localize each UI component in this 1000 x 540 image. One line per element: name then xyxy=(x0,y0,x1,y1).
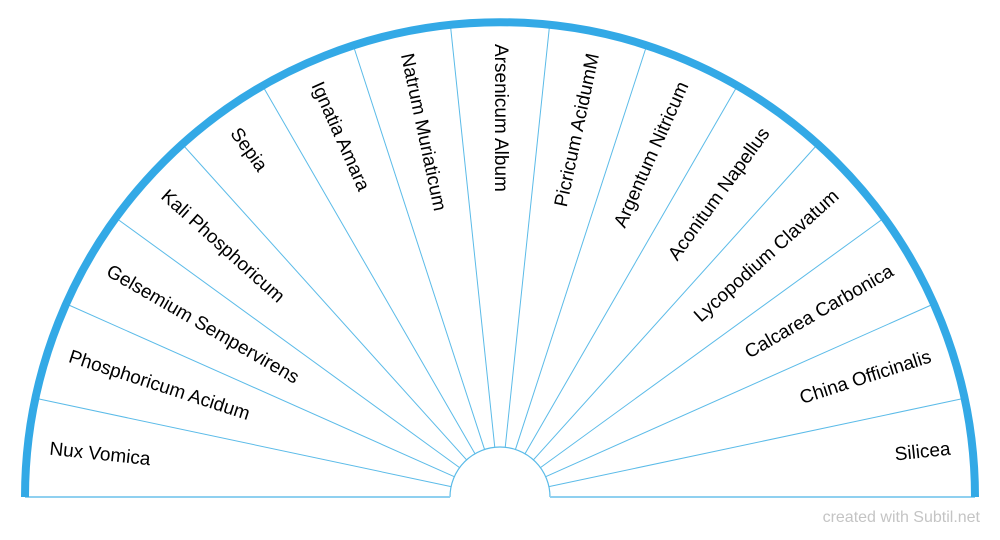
segment-divider xyxy=(353,46,486,450)
inner-hub-arc xyxy=(449,446,551,498)
segment-label: Arsenicum Album xyxy=(490,44,511,192)
segment-label: Argentum Nitricum xyxy=(610,79,693,231)
segment-divider xyxy=(545,304,933,478)
segment-divider xyxy=(548,398,963,488)
segment-divider xyxy=(514,46,647,450)
outer-rim-arc xyxy=(21,18,979,498)
segment-divider xyxy=(263,87,476,454)
segment-label: Picricum AcidumM xyxy=(551,52,604,209)
segment-divider xyxy=(183,145,467,461)
segment-label: Nux Vomica xyxy=(48,439,151,471)
segment-label: Aconitum Napellus xyxy=(664,124,774,265)
segment-label: Calcarea Carbonica xyxy=(741,261,897,363)
segment-dividers xyxy=(37,26,963,488)
segment-divider xyxy=(450,26,496,448)
segment-label: Silicea xyxy=(894,439,952,466)
segment-divider xyxy=(67,304,455,478)
segment-label: Natrum Muriaticum xyxy=(396,52,450,213)
segment-divider xyxy=(524,87,737,454)
segment-divider xyxy=(540,218,883,469)
segment-label: Phosphoricum Acidum xyxy=(66,347,252,425)
segment-label: Kali Phosphoricum xyxy=(157,186,289,308)
credit-text: created with Subtil.net xyxy=(822,509,980,526)
segment-divider xyxy=(117,218,460,469)
segment-divider xyxy=(37,398,452,488)
segment-label: Sepia xyxy=(226,124,272,176)
segment-divider xyxy=(504,26,550,448)
segment-label: Ignatia Amara xyxy=(307,79,374,195)
segment-divider xyxy=(533,145,817,461)
